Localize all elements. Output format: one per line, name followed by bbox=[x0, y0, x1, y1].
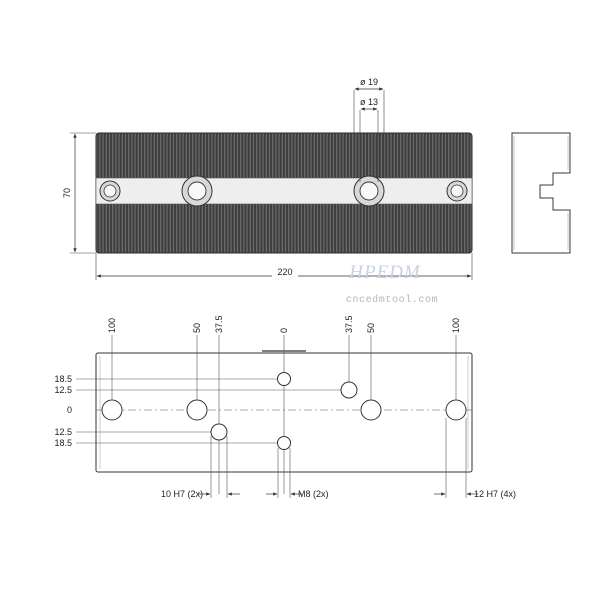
y-label-18-5-bottom: 18.5 bbox=[54, 438, 72, 448]
hole-10h7-upper bbox=[340, 381, 358, 399]
x-label-50-left: 50 bbox=[192, 323, 202, 333]
y-label-0: 0 bbox=[67, 405, 72, 415]
hole-m8-upper bbox=[277, 372, 291, 386]
bottom-view: 100 50 37.5 0 37.5 50 100 18.5 12.5 0 12… bbox=[54, 315, 516, 499]
hole-12h7-mid-left bbox=[186, 399, 208, 421]
counterbore-left bbox=[181, 175, 213, 207]
hole-12h7-mid-right bbox=[360, 399, 382, 421]
hole-right-end bbox=[446, 180, 468, 202]
callout-m8: M8 (2x) bbox=[266, 448, 329, 499]
x-label-0: 0 bbox=[279, 328, 289, 333]
hole-left-end bbox=[99, 180, 121, 202]
y-label-18-5-top: 18.5 bbox=[54, 374, 72, 384]
width-dimension: 220 bbox=[95, 253, 473, 280]
watermark: HPEDM cncedmtool.com bbox=[346, 262, 438, 306]
top-view: 70 220 ø 19 ø 13 bbox=[62, 77, 571, 280]
hole-12h7-left bbox=[101, 399, 123, 421]
inner-diameter-label: ø 13 bbox=[360, 97, 378, 107]
x-label-100-left: 100 bbox=[107, 318, 117, 333]
callout-m8-label: M8 (2x) bbox=[298, 489, 329, 499]
callout-12h7-label: 12 H7 (4x) bbox=[474, 489, 516, 499]
callout-10h7-label: 10 H7 (2x) bbox=[161, 489, 203, 499]
hole-12h7-right bbox=[445, 399, 467, 421]
counterbore-right bbox=[353, 175, 385, 207]
callout-10h7: 10 H7 (2x) bbox=[161, 436, 240, 499]
counterbore-dimension: ø 19 ø 13 bbox=[353, 77, 385, 182]
width-label: 220 bbox=[277, 267, 292, 277]
x-label-37-5-right: 37.5 bbox=[344, 315, 354, 333]
x-label-50-right: 50 bbox=[366, 323, 376, 333]
x-label-37-5-left: 37.5 bbox=[214, 315, 224, 333]
callout-12h7: 12 H7 (4x) bbox=[434, 418, 516, 499]
hole-10h7-lower bbox=[210, 423, 228, 441]
watermark-logo: HPEDM bbox=[348, 262, 421, 283]
x-label-100-right: 100 bbox=[451, 318, 461, 333]
y-label-12-5-bottom: 12.5 bbox=[54, 427, 72, 437]
hole-m8-lower bbox=[277, 436, 291, 450]
center-strip bbox=[95, 177, 473, 205]
y-label-12-5-top: 12.5 bbox=[54, 385, 72, 395]
outer-diameter-label: ø 19 bbox=[360, 77, 378, 87]
height-label: 70 bbox=[62, 188, 72, 198]
watermark-url: cncedmtool.com bbox=[346, 294, 438, 306]
side-profile bbox=[511, 132, 571, 254]
height-dimension: 70 bbox=[62, 132, 96, 254]
